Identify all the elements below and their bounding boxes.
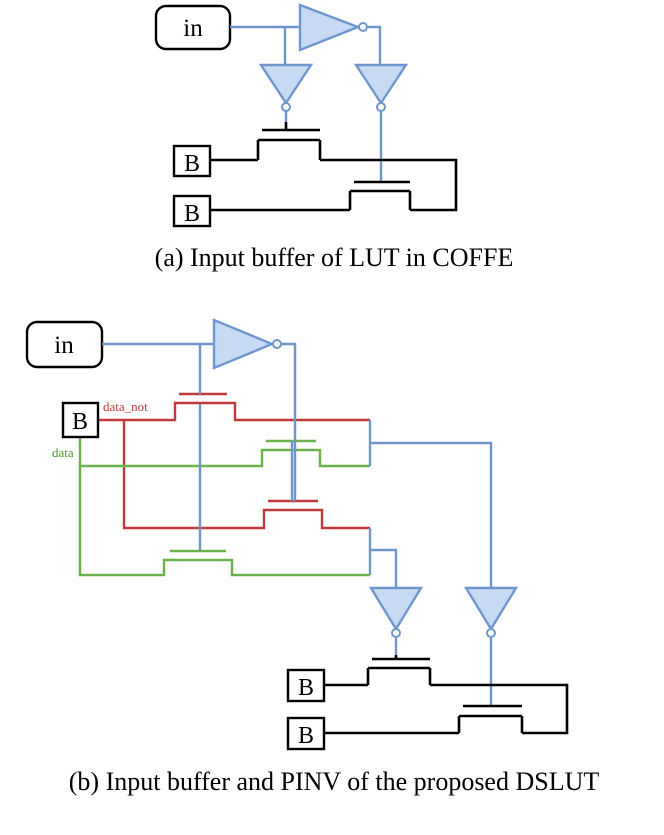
b-label-b-2: B [298, 723, 314, 749]
data-not-label: data_not [103, 399, 148, 414]
wire-b-loop [430, 683, 569, 735]
b-box-a-1 [172, 144, 212, 178]
transistor-b-2 [457, 704, 524, 733]
inverter-a-top-bubble [358, 22, 368, 32]
inverter-b-left [368, 586, 424, 632]
inverter-b-right [463, 586, 519, 632]
transistor-a-1 [256, 122, 322, 160]
inverter-a-top [298, 3, 362, 52]
inverter-a-left [258, 63, 314, 106]
caption-b: (b) Input buffer and PINV of the propose… [69, 767, 600, 796]
b-label-b-1: B [298, 675, 314, 701]
inverter-a-right [353, 63, 409, 106]
inverter-a-left-bubble [281, 102, 291, 112]
b-box-b-1 [286, 668, 326, 703]
b-label-a-1: B [184, 151, 200, 177]
inverter-b-right-bubble [486, 628, 496, 638]
input-label-b: in [54, 332, 74, 359]
inverter-a-right-bubble [376, 102, 386, 112]
wire-b-to-right-inv [370, 441, 493, 588]
wire-red-mid [122, 420, 370, 530]
inverter-b-top-bubble [272, 339, 282, 349]
transistor-b-1 [366, 655, 432, 685]
b-input-label: B [72, 409, 88, 435]
wire-b-to-left-inv [370, 548, 398, 588]
diagram-a: in B B (a) Inp [155, 3, 514, 272]
b-box-a-2 [172, 194, 212, 228]
b-box-b-2 [286, 716, 326, 751]
b-label-a-2: B [184, 201, 200, 227]
wire-green-bot [78, 435, 370, 577]
input-label-a: in [183, 15, 203, 42]
transistor-a-2 [348, 180, 412, 210]
wire-b-inv-out [280, 342, 297, 501]
diagram-b: in B data_not data [25, 318, 600, 796]
wire-a-loop [320, 158, 458, 212]
wire-red-top [98, 401, 370, 422]
inverter-b-left-bubble [391, 628, 401, 638]
inverter-b-top [212, 318, 276, 370]
b-input-box [61, 401, 100, 439]
caption-a: (a) Input buffer of LUT in COFFE [155, 243, 514, 272]
wire-a-right-down [368, 25, 382, 65]
data-label: data [52, 445, 74, 460]
